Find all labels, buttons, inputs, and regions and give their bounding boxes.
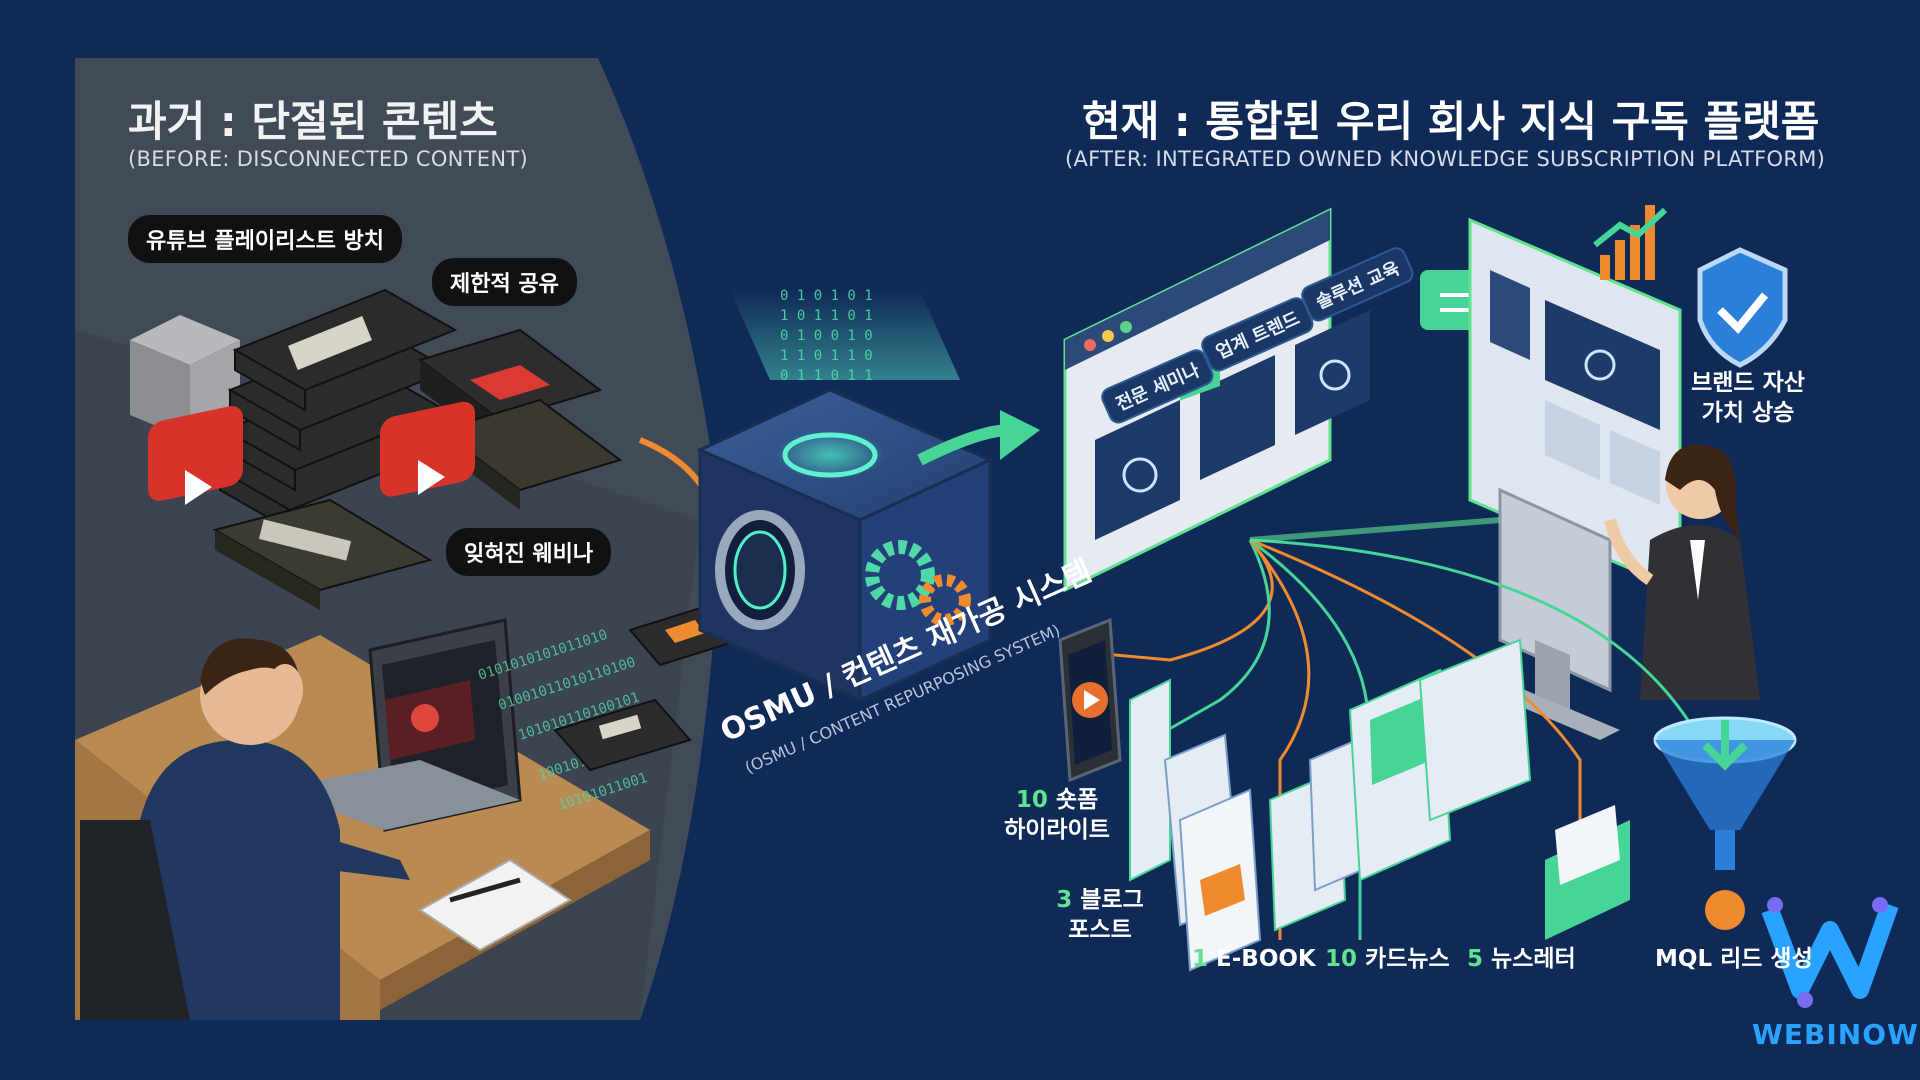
vhs-floor-icon <box>212 498 433 610</box>
newsletter-envelope-icon <box>1545 805 1630 940</box>
flying-vhs-lower-icon <box>553 698 692 772</box>
blog-label: 3 블로그 포스트 <box>1040 885 1160 945</box>
svg-text:1 1 0 1 1 0: 1 1 0 1 1 0 <box>780 348 873 364</box>
gray-box-icon <box>130 315 240 440</box>
shorts-line2: 하이라이트 <box>1004 817 1110 843</box>
brand-line1: 브랜드 자산 <box>1691 370 1805 396</box>
ebook-count: 1 <box>1192 946 1209 972</box>
newsletter-label: 5 뉴스레터 <box>1467 944 1576 974</box>
ebook-icon <box>1178 788 1262 972</box>
right-title: 현재 : 통합된 우리 회사 지식 구독 플랫폼 <box>1082 97 1820 146</box>
repurposing-cube-icon <box>696 290 994 703</box>
shield-check-icon <box>1697 247 1788 368</box>
svg-text:0 1 1 0 1 1: 0 1 1 0 1 1 <box>780 368 873 384</box>
growth-chart-icon <box>1593 205 1668 280</box>
youtube-icon-left <box>148 406 243 505</box>
vhs-stack-icon <box>217 288 458 532</box>
smartphone-shorts-icon <box>1058 617 1122 783</box>
left-title: 과거 : 단절된 콘텐츠 <box>128 97 498 146</box>
clipboard-icon <box>418 858 572 952</box>
mql-label: MQL 리드 생성 <box>1655 946 1813 972</box>
right-subtitle: (AFTER: INTEGRATED OWNED KNOWLEDGE SUBSC… <box>1065 147 1826 171</box>
ebook-text: E-BOOK <box>1216 946 1316 972</box>
webinow-logo-mark <box>1761 897 1899 1008</box>
blog-line2: 포스트 <box>1068 917 1132 943</box>
bubble-youtube-playlist: 유튜브 플레이리스트 방치 <box>128 215 402 263</box>
cardnews-count: 10 <box>1325 946 1358 972</box>
bubble-limited-sharing: 제한적 공유 <box>432 258 577 306</box>
shorts-line1: 숏폼 <box>1055 787 1099 813</box>
cardnews-text: 카드뉴스 <box>1365 946 1450 972</box>
shorts-label: 10 숏폼 하이라이트 <box>992 785 1122 845</box>
newsletter-count: 5 <box>1467 946 1484 972</box>
webinow-logo-text: WEBINOW <box>1752 1018 1919 1051</box>
cardnews-label: 10 카드뉴스 <box>1325 944 1450 974</box>
blog-line1: 블로그 <box>1080 887 1144 913</box>
svg-text:0 1 0 1 0 1: 0 1 0 1 0 1 <box>780 288 873 304</box>
brand-line2: 가치 상승 <box>1701 400 1795 426</box>
youtube-icon-center <box>380 401 475 497</box>
newsletter-text: 뉴스레터 <box>1491 946 1576 972</box>
stressed-man-figure <box>130 638 410 1020</box>
card-news-icon <box>1268 638 1532 932</box>
svg-text:1 0 1 1 0 1: 1 0 1 1 0 1 <box>780 308 873 324</box>
laptop-icon <box>270 618 522 832</box>
bubble-forgotten-webinar: 잊혀진 웨비나 <box>446 528 612 576</box>
blog-count: 3 <box>1056 887 1073 913</box>
ebook-label: 1 E-BOOK <box>1192 944 1316 974</box>
shorts-count: 10 <box>1015 787 1048 813</box>
brand-value-label: 브랜드 자산 가치 상승 <box>1688 368 1808 428</box>
presenter-woman-figure <box>1604 444 1760 700</box>
left-subtitle: (BEFORE: DISCONNECTED CONTENT) <box>128 147 528 171</box>
desktop-monitor-icon <box>1498 487 1620 740</box>
svg-text:0 1 0 0 1 0: 0 1 0 0 1 0 <box>780 328 873 344</box>
lead-funnel-icon <box>1653 716 1797 930</box>
